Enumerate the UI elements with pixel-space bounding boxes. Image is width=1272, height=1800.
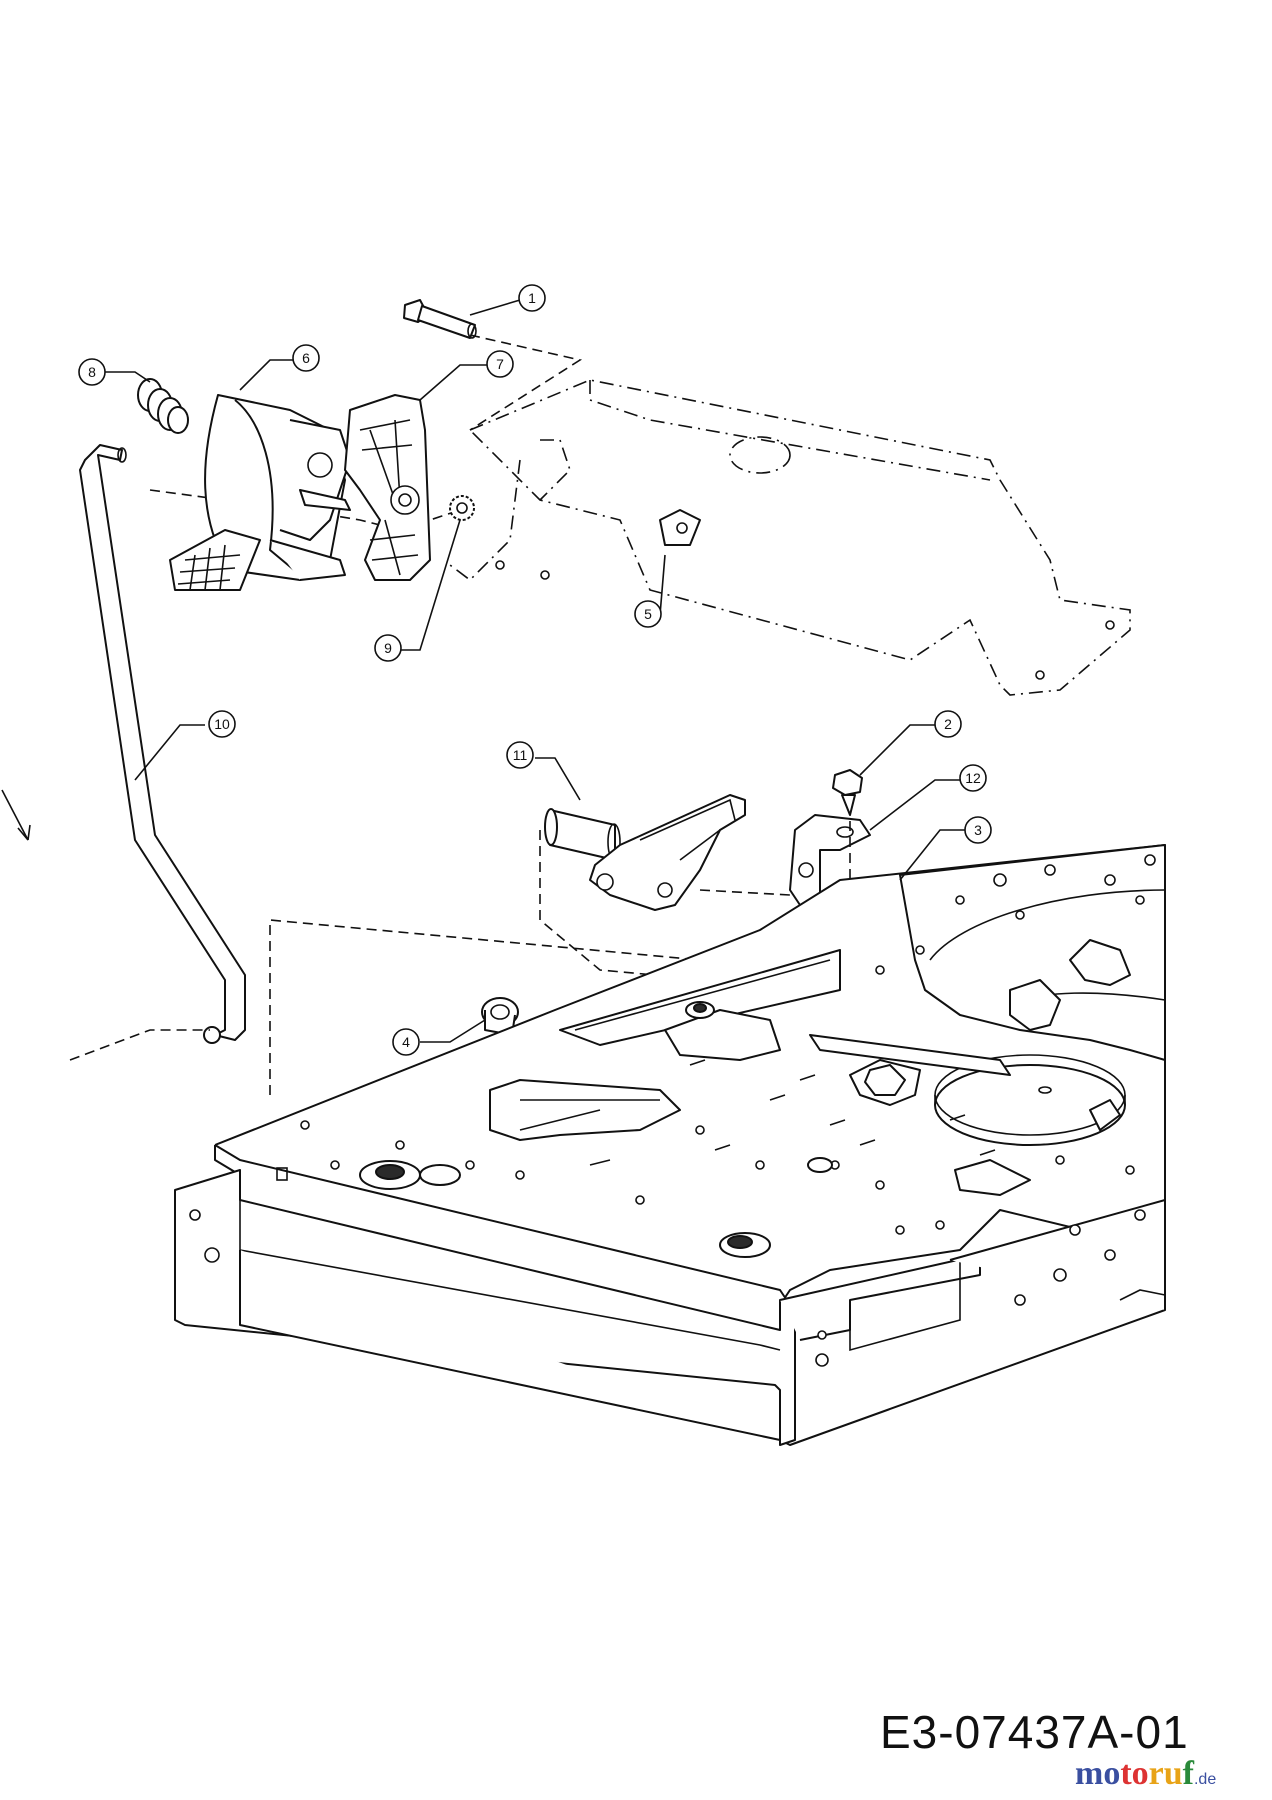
callout-label: 5 <box>644 606 652 622</box>
chassis-frame <box>174 844 1166 1446</box>
logo-tld: .de <box>1193 1771 1217 1788</box>
callout-label: 12 <box>965 770 981 786</box>
callout-label: 9 <box>384 640 392 656</box>
star-washer-part-9 <box>449 495 475 521</box>
linkage-rod-part-10 <box>79 444 246 1044</box>
callout-label: 10 <box>214 716 230 732</box>
logo-part-4: f <box>1182 1755 1194 1792</box>
callout-1: 1 <box>518 284 546 312</box>
upper-support-bracket <box>449 379 1131 696</box>
logo-part-1: mo <box>1075 1755 1121 1792</box>
callout-2: 2 <box>934 710 962 738</box>
callout-3: 3 <box>964 816 992 844</box>
drawing-number: E3-07437A-01 <box>880 1706 1189 1758</box>
bolt-part-1 <box>403 299 477 339</box>
direction-arrow <box>1 789 31 841</box>
logo-part-2: to <box>1120 1755 1149 1792</box>
callout-label: 2 <box>944 716 952 732</box>
callout-10: 10 <box>208 710 236 738</box>
callout-label: 4 <box>402 1034 410 1050</box>
sector-plate-part-7 <box>344 394 431 581</box>
callout-label: 1 <box>528 290 536 306</box>
screw-part-2 <box>832 769 863 816</box>
nut-plate-part-5 <box>659 509 701 546</box>
callout-11: 11 <box>506 741 534 769</box>
alignment-line-1 <box>469 334 583 431</box>
leader-lines <box>105 299 965 1043</box>
motoruf-logo: motoruf.de <box>1075 1755 1216 1793</box>
logo-part-3: ru <box>1148 1755 1183 1792</box>
callout-label: 8 <box>88 364 96 380</box>
callout-9: 9 <box>374 634 402 662</box>
callout-6: 6 <box>292 344 320 372</box>
bushing-part-11 <box>544 808 621 861</box>
callout-12: 12 <box>959 764 987 792</box>
spring-part-8 <box>137 378 189 434</box>
callout-4: 4 <box>392 1028 420 1056</box>
callout-8: 8 <box>78 358 106 386</box>
alignment-line-rod <box>69 1029 210 1061</box>
pedal-housing-part-6 <box>169 394 351 591</box>
pivot-bracket <box>589 794 746 911</box>
callout-label: 3 <box>974 822 982 838</box>
callout-7: 7 <box>486 350 514 378</box>
callout-5: 5 <box>634 600 662 628</box>
callout-label: 7 <box>496 356 504 372</box>
callout-label: 6 <box>302 350 310 366</box>
alignment-line-12b <box>699 889 791 896</box>
callout-label: 11 <box>513 747 528 763</box>
